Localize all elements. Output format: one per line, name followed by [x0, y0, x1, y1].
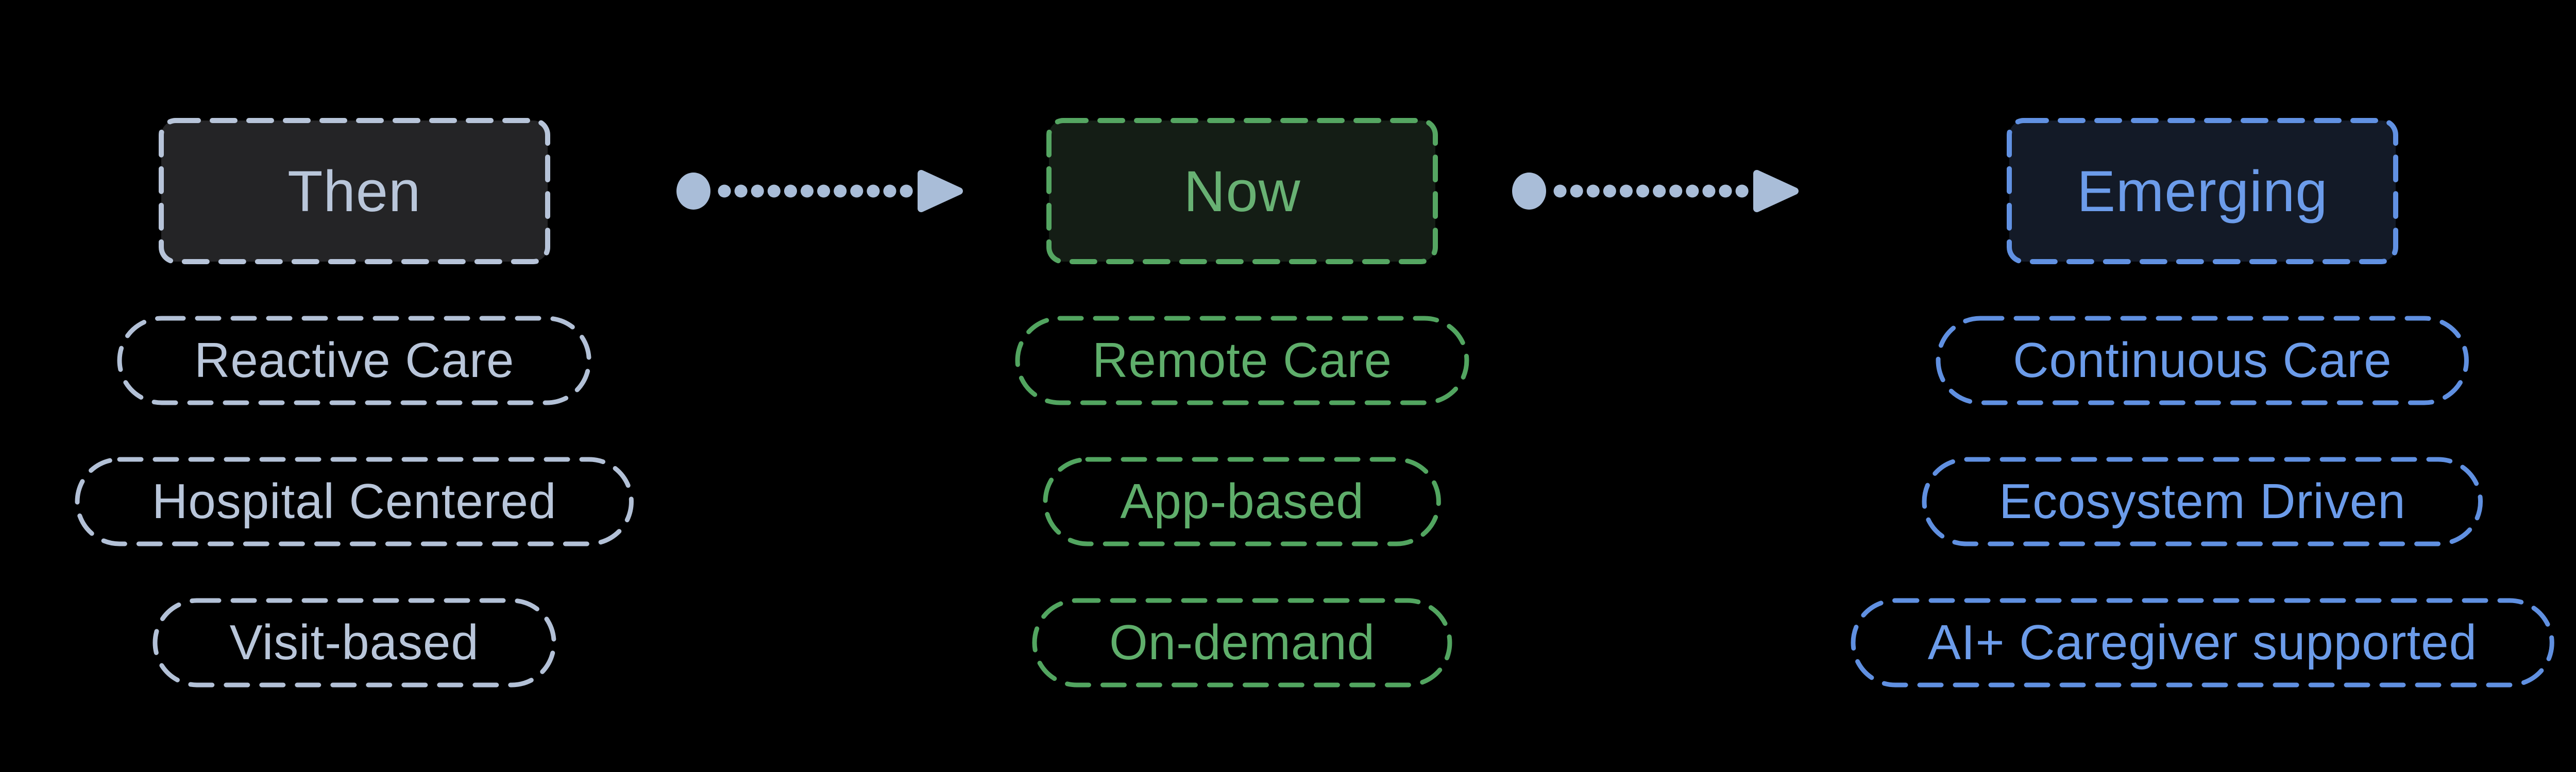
now-header-label: Now: [1183, 159, 1301, 224]
pill-reactive-care: Reactive Care: [117, 316, 591, 405]
pill-continuous-care: Continuous Care: [1936, 316, 2469, 405]
column-emerging: Emerging Continuous Care Ecosystem Drive…: [1851, 118, 2554, 688]
column-now: Now Remote Care App-based On-demand: [1015, 118, 1469, 688]
pill-visit-based: Visit-based: [152, 598, 556, 688]
now-header-box: Now: [1046, 118, 1438, 264]
diagram-row: Then Reactive Care Hospital Centered Vis…: [75, 118, 2554, 688]
pill-label: Remote Care: [1092, 333, 1393, 388]
dashed-border-frame: [75, 457, 634, 546]
pill-label: Reactive Care: [194, 333, 515, 388]
then-header-box: Then: [158, 118, 550, 264]
dotted-arrow-icon: [676, 170, 963, 212]
pill-ai-caregiver-supported: AI+ Caregiver supported: [1851, 598, 2554, 688]
pill-app-based: App-based: [1043, 457, 1442, 546]
pill-label: Visit-based: [229, 615, 479, 670]
column-then: Then Reactive Care Hospital Centered Vis…: [75, 118, 634, 688]
dashed-border-frame: [1046, 118, 1438, 264]
then-header-label: Then: [287, 159, 421, 224]
pill-label: AI+ Caregiver supported: [1927, 615, 2477, 670]
emerging-header-box: Emerging: [2006, 118, 2398, 264]
pill-on-demand: On-demand: [1032, 598, 1452, 688]
dashed-border-frame: [1015, 316, 1469, 405]
pill-remote-care: Remote Care: [1015, 316, 1469, 405]
dashed-border-frame: [1043, 457, 1442, 546]
dashed-border-frame: [117, 316, 591, 405]
dashed-border-frame: [152, 598, 556, 688]
dashed-border-frame: [1922, 457, 2483, 546]
dashed-border-frame: [2006, 118, 2398, 264]
dashed-border-frame: [158, 118, 550, 264]
dotted-arrow-icon: [1512, 170, 1799, 212]
pill-label: App-based: [1120, 474, 1364, 529]
pill-label: Ecosystem Driven: [1999, 474, 2406, 529]
pill-hospital-centered: Hospital Centered: [75, 457, 634, 546]
dashed-border-frame: [1851, 598, 2554, 688]
pill-label: Continuous Care: [2013, 333, 2392, 388]
dashed-border-frame: [1032, 598, 1452, 688]
pill-label: On-demand: [1109, 615, 1376, 670]
pill-ecosystem-driven: Ecosystem Driven: [1922, 457, 2483, 546]
emerging-header-label: Emerging: [2077, 159, 2328, 224]
arrow-now-to-emerging: [1511, 160, 1809, 222]
pill-label: Hospital Centered: [152, 474, 557, 529]
dashed-border-frame: [1936, 316, 2469, 405]
arrow-then-to-now: [675, 160, 974, 222]
